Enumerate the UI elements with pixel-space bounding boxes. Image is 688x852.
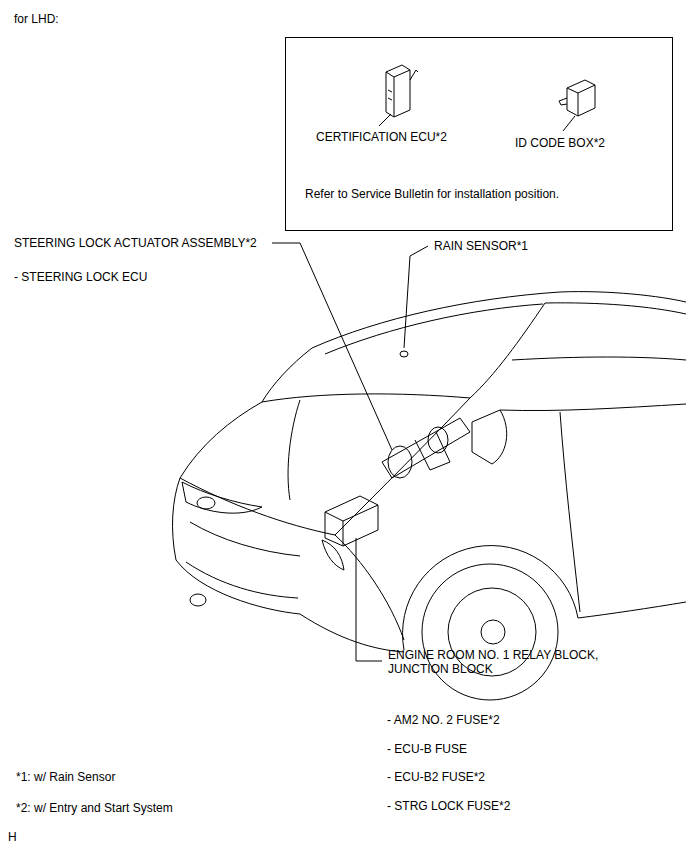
part-label: RAIN SENSOR*1 <box>434 239 528 253</box>
note-text: Refer to Service Bulletin for installati… <box>305 187 559 201</box>
fuse-label: - STRG LOCK FUSE*2 <box>387 799 510 813</box>
a-pillar <box>262 348 312 402</box>
leader-line <box>563 116 575 131</box>
leader-line <box>272 243 392 450</box>
roof-line <box>312 292 686 348</box>
lower-grille <box>186 562 298 598</box>
leader-line <box>356 538 382 661</box>
steering-column <box>382 418 470 478</box>
wheel-hub <box>481 620 505 644</box>
windshield-top <box>325 304 543 354</box>
leader-line <box>379 114 391 126</box>
beltline <box>500 404 686 411</box>
bumper-corner <box>300 614 404 652</box>
fender-line <box>335 535 404 640</box>
part-label: ID CODE BOX*2 <box>515 136 605 150</box>
part-label: STEERING LOCK ACTUATOR ASSEMBLY*2 <box>14 236 257 250</box>
footnote: *1: w/ Rain Sensor <box>16 770 115 784</box>
tyre <box>422 564 558 700</box>
part-label: ENGINE ROOM NO. 1 RELAY BLOCK, JUNCTION … <box>388 648 618 676</box>
part-sub-label: - STEERING LOCK ECU <box>14 270 147 284</box>
a-pillar <box>470 303 545 398</box>
hood-edge <box>180 402 262 478</box>
side-window <box>512 357 686 360</box>
ecu-connector <box>410 70 418 80</box>
part-label: CERTIFICATION ECU*2 <box>316 130 447 144</box>
steering-bracket <box>415 432 450 470</box>
upper-grille <box>190 522 300 556</box>
fuse-label: - AM2 NO. 2 FUSE*2 <box>387 713 500 727</box>
fuse-label: - ECU-B FUSE <box>387 742 467 756</box>
relay-block <box>325 496 378 546</box>
hood-crease <box>288 400 300 500</box>
wheel-arch <box>403 546 578 650</box>
hood-front <box>180 478 335 535</box>
hood-edge <box>335 398 470 535</box>
leader-line <box>404 246 428 348</box>
emblem <box>197 497 215 509</box>
headlight <box>182 482 262 513</box>
cowl-line <box>262 394 470 402</box>
fuse-label: - ECU-B2 FUSE*2 <box>387 770 485 784</box>
steering-lock-body <box>428 427 448 453</box>
steering-lock-body <box>388 446 412 478</box>
figure-code: H <box>8 830 17 844</box>
id-code-box-edge <box>559 85 595 116</box>
view-label: for LHD: <box>14 12 59 26</box>
rocker <box>578 602 686 618</box>
side-window <box>545 303 686 314</box>
relay-block-edge <box>325 505 378 546</box>
fog-light <box>190 594 206 606</box>
footnote: *2: w/ Entry and Start System <box>16 801 173 815</box>
door-mirror <box>472 410 507 464</box>
ecu-icon <box>386 65 410 117</box>
id-code-box-icon <box>567 80 595 116</box>
rain-sensor <box>400 351 408 357</box>
note-panel: CERTIFICATION ECU*2 ID CODE BOX*2Refer to… <box>285 37 673 231</box>
front-face <box>173 478 300 614</box>
ecu-icon-edge <box>386 70 410 117</box>
